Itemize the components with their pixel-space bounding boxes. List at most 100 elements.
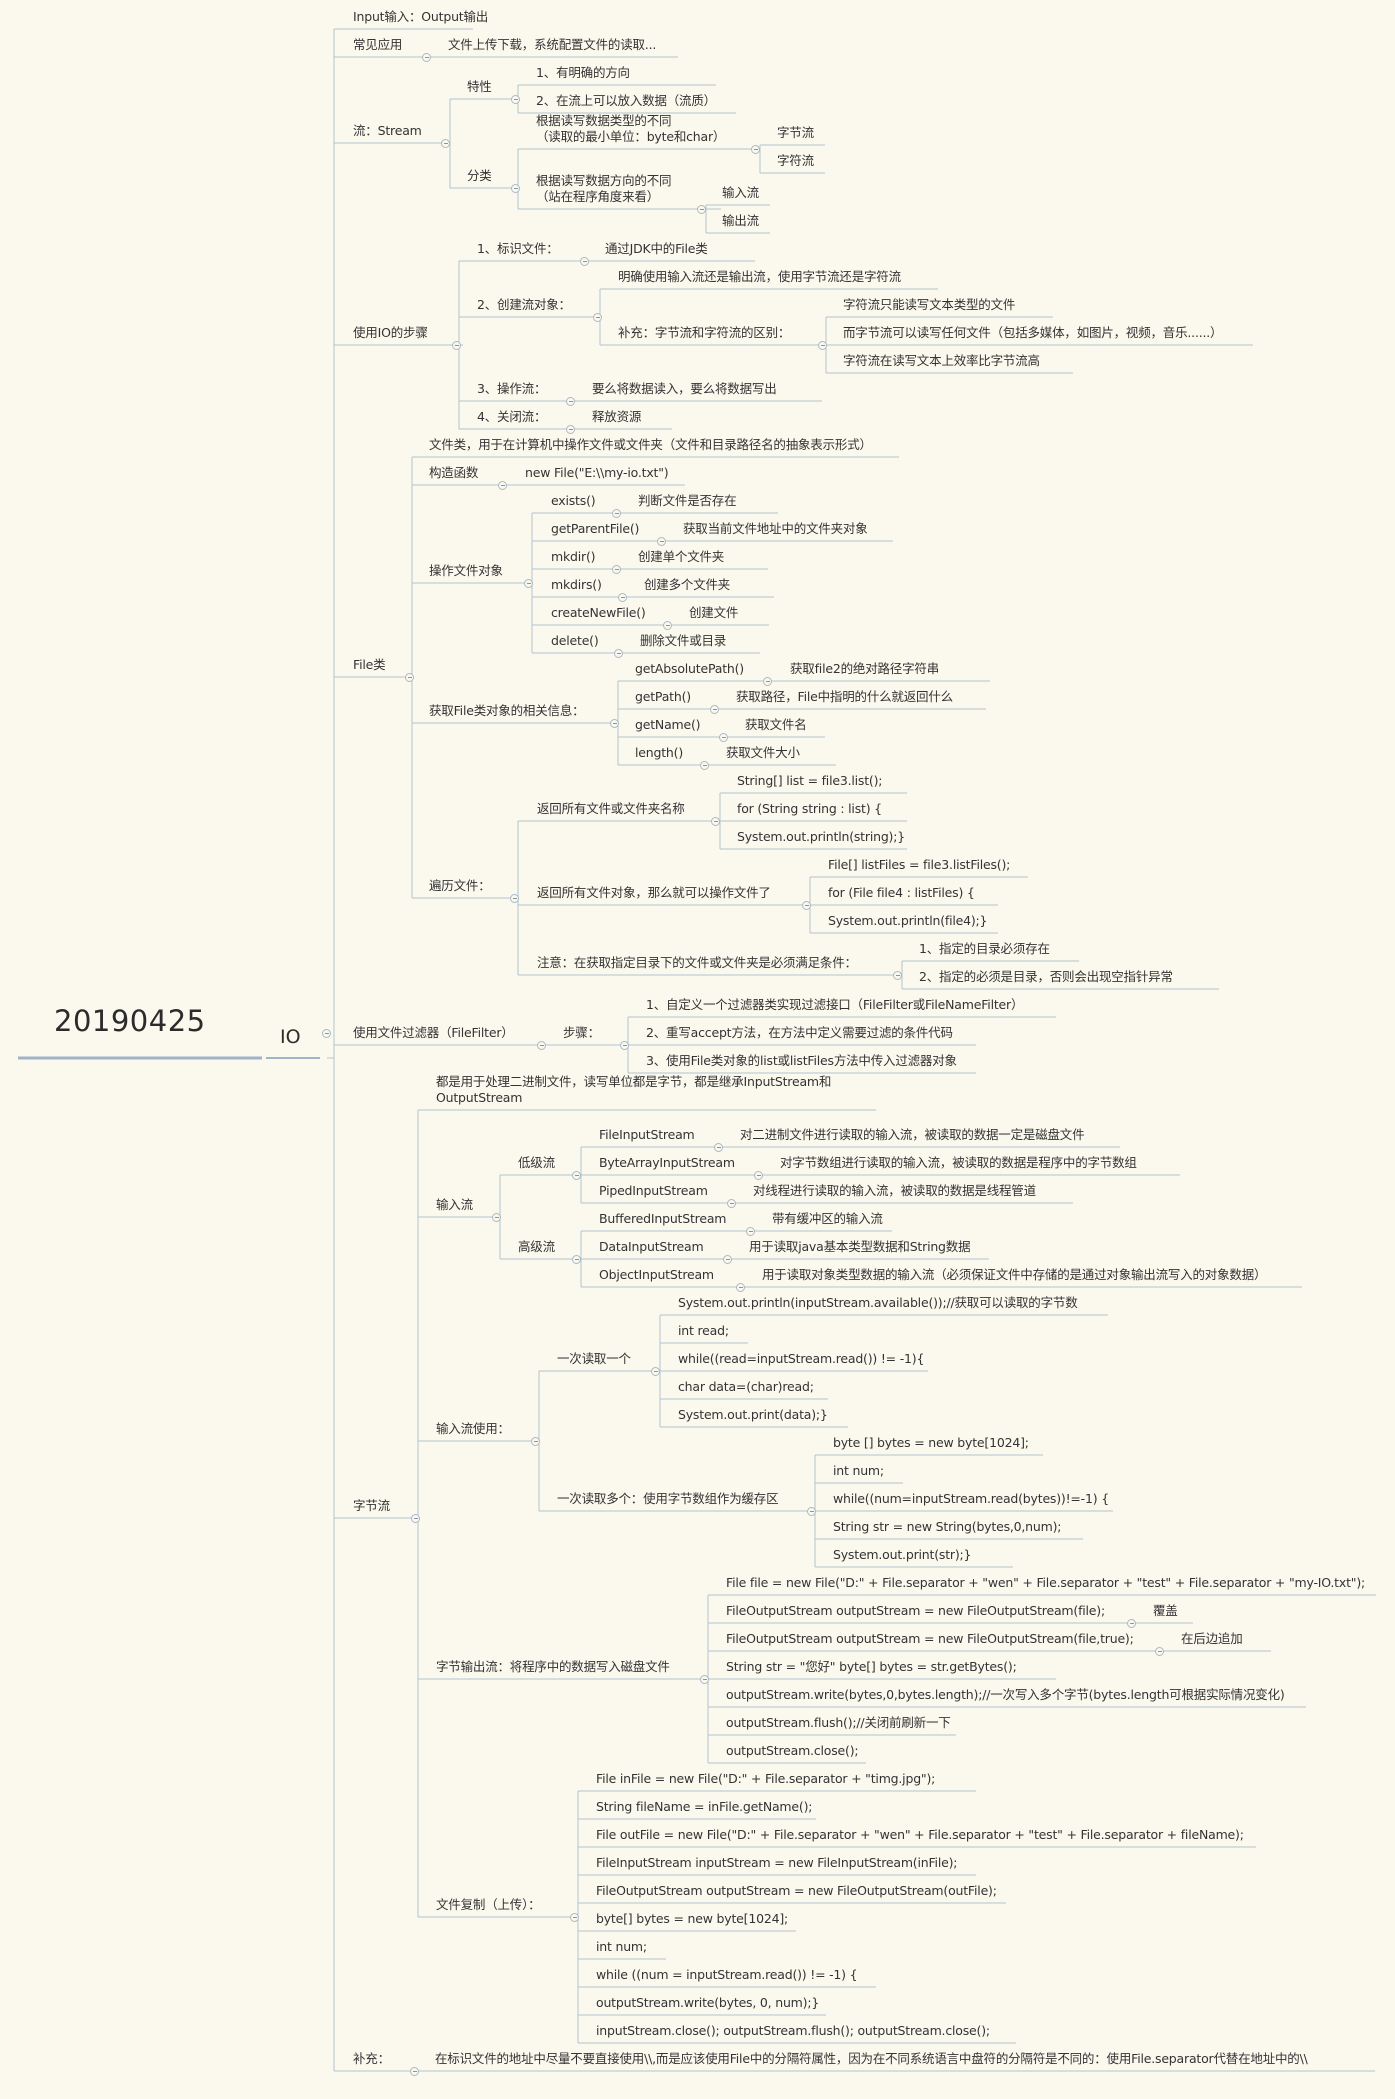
node-n8[interactable]: 补充： bbox=[353, 2051, 390, 2066]
node-n4-3[interactable]: 3、操作流： bbox=[477, 381, 547, 396]
collapse-toggle-n5-op[interactable] bbox=[524, 579, 533, 588]
collapse-toggle-n5-trav3[interactable] bbox=[893, 971, 902, 980]
node-n7-use-many3[interactable]: while((num=inputStream.read(bytes))!=-1)… bbox=[833, 1491, 1109, 1506]
collapse-toggle-n7-low[interactable] bbox=[572, 1171, 581, 1180]
node-n7-out7[interactable]: outputStream.close(); bbox=[726, 1743, 859, 1758]
node-n7-copy8[interactable]: while ((num = inputStream.read()) != -1)… bbox=[596, 1967, 858, 1982]
collapse-toggle-n4-1[interactable] bbox=[580, 257, 589, 266]
node-n7-out2a[interactable]: 覆盖 bbox=[1153, 1603, 1178, 1618]
node-n3-trait[interactable]: 特性 bbox=[467, 79, 492, 94]
collapse-toggle-n7-high2[interactable] bbox=[723, 1255, 732, 1264]
node-n1[interactable]: Input输入：Output输出 bbox=[353, 9, 489, 24]
node-n7-high1[interactable]: BufferedInputStream bbox=[599, 1211, 727, 1226]
node-n5-trav2a[interactable]: File[] listFiles = file3.listFiles(); bbox=[828, 857, 1011, 872]
collapse-toggle-n7-low3[interactable] bbox=[727, 1199, 736, 1208]
collapse-toggle-n7-high3[interactable] bbox=[736, 1283, 745, 1292]
node-n7-low1[interactable]: FileInputStream bbox=[599, 1127, 695, 1142]
collapse-toggle-io[interactable] bbox=[322, 1029, 331, 1038]
collapse-toggle-n7-use-one[interactable] bbox=[651, 1367, 660, 1376]
node-n7-high2a[interactable]: 用于读取java基本类型数据和String数据 bbox=[749, 1239, 971, 1254]
node-n5-trav1c[interactable]: System.out.println(string);} bbox=[737, 829, 905, 844]
node-n7-in[interactable]: 输入流 bbox=[436, 1197, 473, 1212]
node-n5-info1a[interactable]: 获取file2的绝对路径字符串 bbox=[790, 661, 939, 676]
node-n3-trait1[interactable]: 1、有明确的方向 bbox=[536, 65, 630, 80]
collapse-toggle-n4-2b[interactable] bbox=[818, 341, 827, 350]
node-n7-high3[interactable]: ObjectInputStream bbox=[599, 1267, 714, 1282]
node-n4-4a[interactable]: 释放资源 bbox=[592, 409, 642, 424]
node-n7-out6[interactable]: outputStream.flush();//关闭前刷新一下 bbox=[726, 1715, 951, 1730]
node-n5-trav2b[interactable]: for (File file4 : listFiles) { bbox=[828, 885, 975, 900]
node-n4-2b[interactable]: 补充：字节流和字符流的区别： bbox=[618, 325, 791, 340]
node-n6-steps[interactable]: 步骤： bbox=[563, 1025, 600, 1040]
node-n7-copy9[interactable]: outputStream.write(bytes, 0, num);} bbox=[596, 1995, 820, 2010]
collapse-toggle-n5-info[interactable] bbox=[610, 719, 619, 728]
node-n5-trav[interactable]: 遍历文件： bbox=[429, 878, 491, 893]
node-n5-trav3a[interactable]: 1、指定的目录必须存在 bbox=[919, 941, 1050, 956]
node-n4-4[interactable]: 4、关闭流： bbox=[477, 409, 547, 424]
node-n7-low2a[interactable]: 对字节数组进行读取的输入流，被读取的数据是程序中的字节数组 bbox=[780, 1155, 1137, 1170]
node-n4[interactable]: 使用IO的步骤 bbox=[353, 325, 428, 340]
node-n4-3a[interactable]: 要么将数据读入，要么将数据写出 bbox=[592, 381, 777, 396]
node-n7-out3[interactable]: FileOutputStream outputStream = new File… bbox=[726, 1631, 1134, 1646]
node-n7-copy2[interactable]: String fileName = inFile.getName(); bbox=[596, 1799, 813, 1814]
node-n5-trav3[interactable]: 注意：在获取指定目录下的文件或文件夹是必须满足条件： bbox=[537, 955, 857, 970]
collapse-toggle-n7-low2[interactable] bbox=[754, 1171, 763, 1180]
collapse-toggle-n5-info4[interactable] bbox=[700, 761, 709, 770]
node-n5-info2a[interactable]: 获取路径，File中指明的什么就返回什么 bbox=[736, 689, 953, 704]
node-n7-out[interactable]: 字节输出流：将程序中的数据写入磁盘文件 bbox=[436, 1659, 670, 1674]
node-n7-high[interactable]: 高级流 bbox=[518, 1239, 555, 1254]
collapse-toggle-n3-trait[interactable] bbox=[511, 95, 520, 104]
node-n4-1[interactable]: 1、标识文件： bbox=[477, 241, 559, 256]
node-n7-high2[interactable]: DataInputStream bbox=[599, 1239, 704, 1254]
node-n5-op2[interactable]: getParentFile() bbox=[551, 521, 640, 536]
node-n7-use-many2[interactable]: int num; bbox=[833, 1463, 884, 1478]
node-n5-trav1[interactable]: 返回所有文件或文件夹名称 bbox=[537, 801, 685, 816]
collapse-toggle-n6-steps[interactable] bbox=[620, 1041, 629, 1050]
node-n7-low[interactable]: 低级流 bbox=[518, 1155, 555, 1170]
node-n7-use-one4[interactable]: char data=(char)read; bbox=[678, 1379, 814, 1394]
collapse-toggle-n4[interactable] bbox=[452, 341, 461, 350]
node-n3-cls-dir[interactable]: 根据读写数据方向的不同 （站在程序角度来看） bbox=[536, 173, 672, 204]
collapse-toggle-n7-use-many[interactable] bbox=[807, 1507, 816, 1516]
collapse-toggle-n7-copy[interactable] bbox=[570, 1913, 579, 1922]
collapse-toggle-n8[interactable] bbox=[410, 2067, 419, 2076]
node-n7-low3[interactable]: PipedInputStream bbox=[599, 1183, 708, 1198]
node-n3-in[interactable]: 输入流 bbox=[722, 185, 759, 200]
node-n5-info1[interactable]: getAbsolutePath() bbox=[635, 661, 744, 676]
node-n7-copy4[interactable]: FileInputStream inputStream = new FileIn… bbox=[596, 1855, 958, 1870]
node-n5-info[interactable]: 获取File类对象的相关信息： bbox=[429, 703, 585, 718]
node-n5-op4a[interactable]: 创建多个文件夹 bbox=[644, 577, 731, 592]
node-n7-use-many5[interactable]: System.out.print(str);} bbox=[833, 1547, 972, 1562]
node-n7-use-many4[interactable]: String str = new String(bytes,0,num); bbox=[833, 1519, 1062, 1534]
node-n6-s2[interactable]: 2、重写accept方法，在方法中定义需要过滤的条件代码 bbox=[646, 1025, 953, 1040]
node-n6-s1[interactable]: 1、自定义一个过滤器类实现过滤接口（FileFilter或FileNameFil… bbox=[646, 997, 1024, 1012]
node-n5-op3[interactable]: mkdir() bbox=[551, 549, 596, 564]
collapse-toggle-n4-3[interactable] bbox=[566, 397, 575, 406]
node-n7-use-many[interactable]: 一次读取多个：使用字节数组作为缓存区 bbox=[557, 1491, 779, 1506]
collapse-toggle-n5-op3[interactable] bbox=[612, 565, 621, 574]
node-n3-trait2[interactable]: 2、在流上可以放入数据（流质） bbox=[536, 93, 716, 108]
collapse-toggle-n7-in[interactable] bbox=[492, 1213, 501, 1222]
collapse-toggle-n3-cls[interactable] bbox=[511, 184, 520, 193]
node-n5-op2a[interactable]: 获取当前文件地址中的文件夹对象 bbox=[683, 521, 868, 536]
node-n5[interactable]: File类 bbox=[353, 657, 386, 672]
node-n4-1a[interactable]: 通过JDK中的File类 bbox=[605, 241, 708, 256]
node-n7-use-one3[interactable]: while((read=inputStream.read()) != -1){ bbox=[678, 1351, 925, 1366]
node-n5-info3a[interactable]: 获取文件名 bbox=[745, 717, 807, 732]
node-n5-op1[interactable]: exists() bbox=[551, 493, 596, 508]
collapse-toggle-n5-info3[interactable] bbox=[719, 733, 728, 742]
node-n5-op5[interactable]: createNewFile() bbox=[551, 605, 646, 620]
node-n6[interactable]: 使用文件过滤器（FileFilter） bbox=[353, 1025, 514, 1040]
node-n5-ctor-a[interactable]: new File("E:\\my-io.txt") bbox=[525, 465, 669, 480]
collapse-toggle-n3-cls-dir[interactable] bbox=[697, 205, 706, 214]
collapse-toggle-n5-trav1[interactable] bbox=[711, 817, 720, 826]
node-n7-use-many1[interactable]: byte [] bytes = new byte[1024]; bbox=[833, 1435, 1029, 1450]
node-n7[interactable]: 字节流 bbox=[353, 1498, 390, 1513]
collapse-toggle-n5-ctor[interactable] bbox=[498, 481, 507, 490]
node-n5-info4a[interactable]: 获取文件大小 bbox=[726, 745, 800, 760]
collapse-toggle-n5-op5[interactable] bbox=[663, 621, 672, 630]
node-n7-copy10[interactable]: inputStream.close(); outputStream.flush(… bbox=[596, 2023, 990, 2038]
collapse-toggle-n4-2[interactable] bbox=[593, 313, 602, 322]
collapse-toggle-n4-4[interactable] bbox=[566, 425, 575, 434]
node-n4-2a[interactable]: 明确使用输入流还是输出流，使用字节流还是字符流 bbox=[618, 269, 901, 284]
